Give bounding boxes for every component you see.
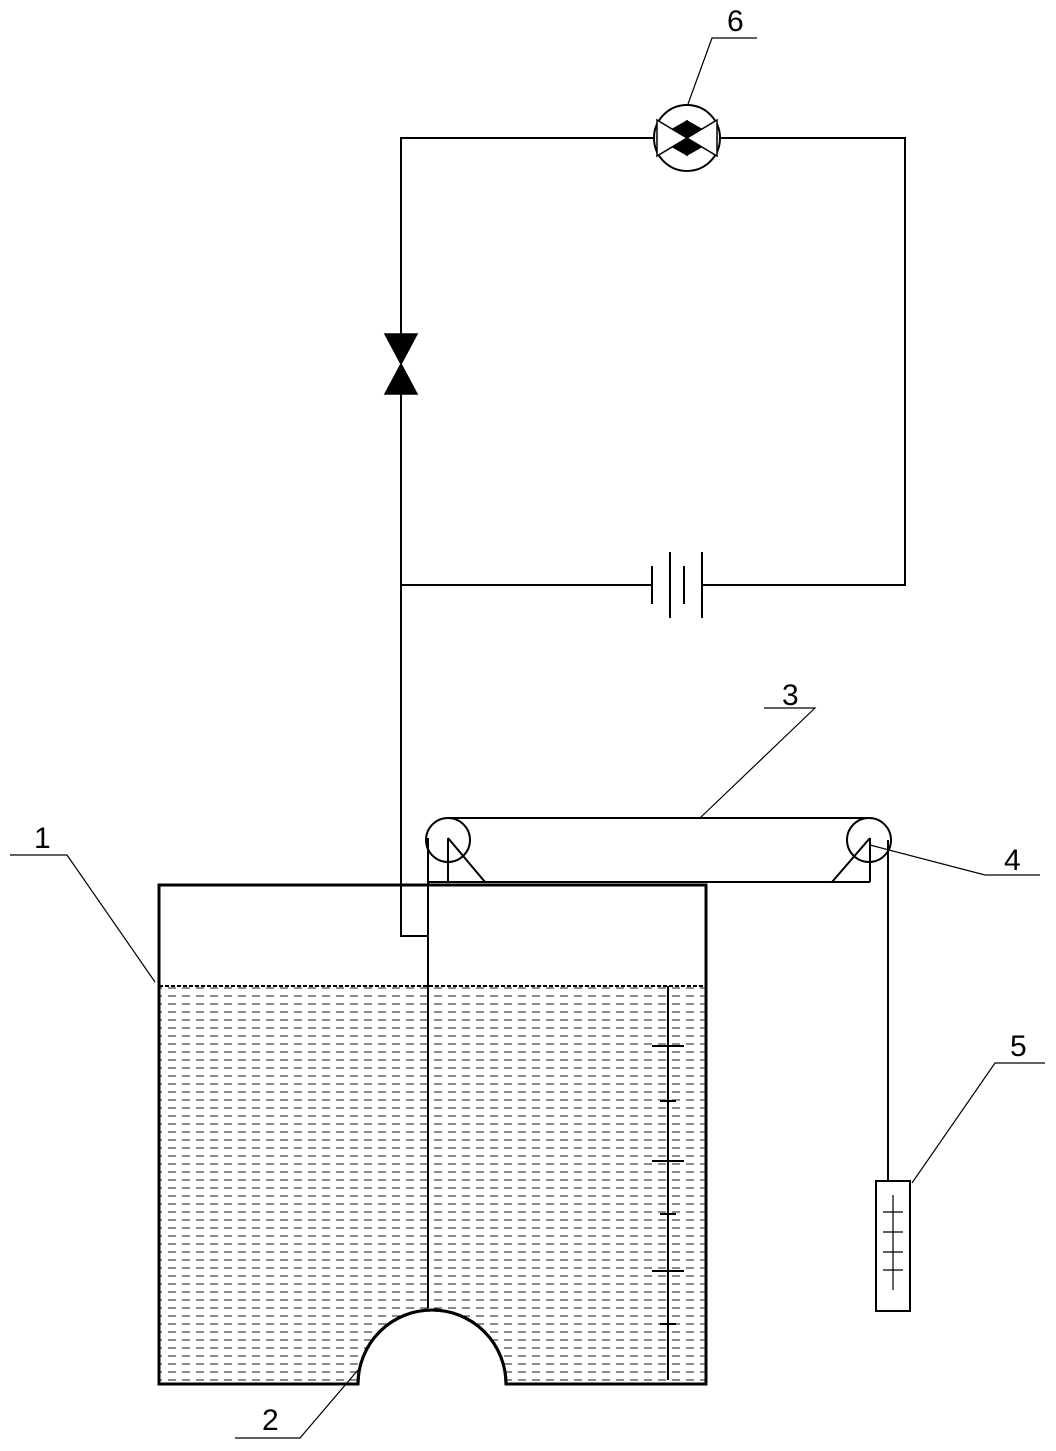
right-pulley bbox=[846, 817, 892, 863]
liquid-body bbox=[159, 986, 706, 1384]
battery-symbol bbox=[651, 552, 703, 618]
circuit-wires bbox=[400, 137, 906, 937]
specimen-arc bbox=[356, 1308, 508, 1385]
label-6: 6 bbox=[727, 5, 744, 38]
weight-block bbox=[875, 1180, 911, 1312]
label-5: 5 bbox=[1010, 1030, 1027, 1063]
container-scale bbox=[652, 986, 684, 1380]
indicator-lamp bbox=[653, 104, 721, 172]
label-2: 2 bbox=[262, 1404, 279, 1437]
pulley-frame bbox=[427, 817, 871, 885]
leader-lines bbox=[10, 37, 1045, 1439]
label-3: 3 bbox=[782, 679, 799, 712]
left-pulley bbox=[425, 817, 471, 863]
switch-symbol bbox=[383, 333, 419, 395]
label-1: 1 bbox=[34, 822, 51, 855]
label-4: 4 bbox=[1004, 844, 1021, 877]
